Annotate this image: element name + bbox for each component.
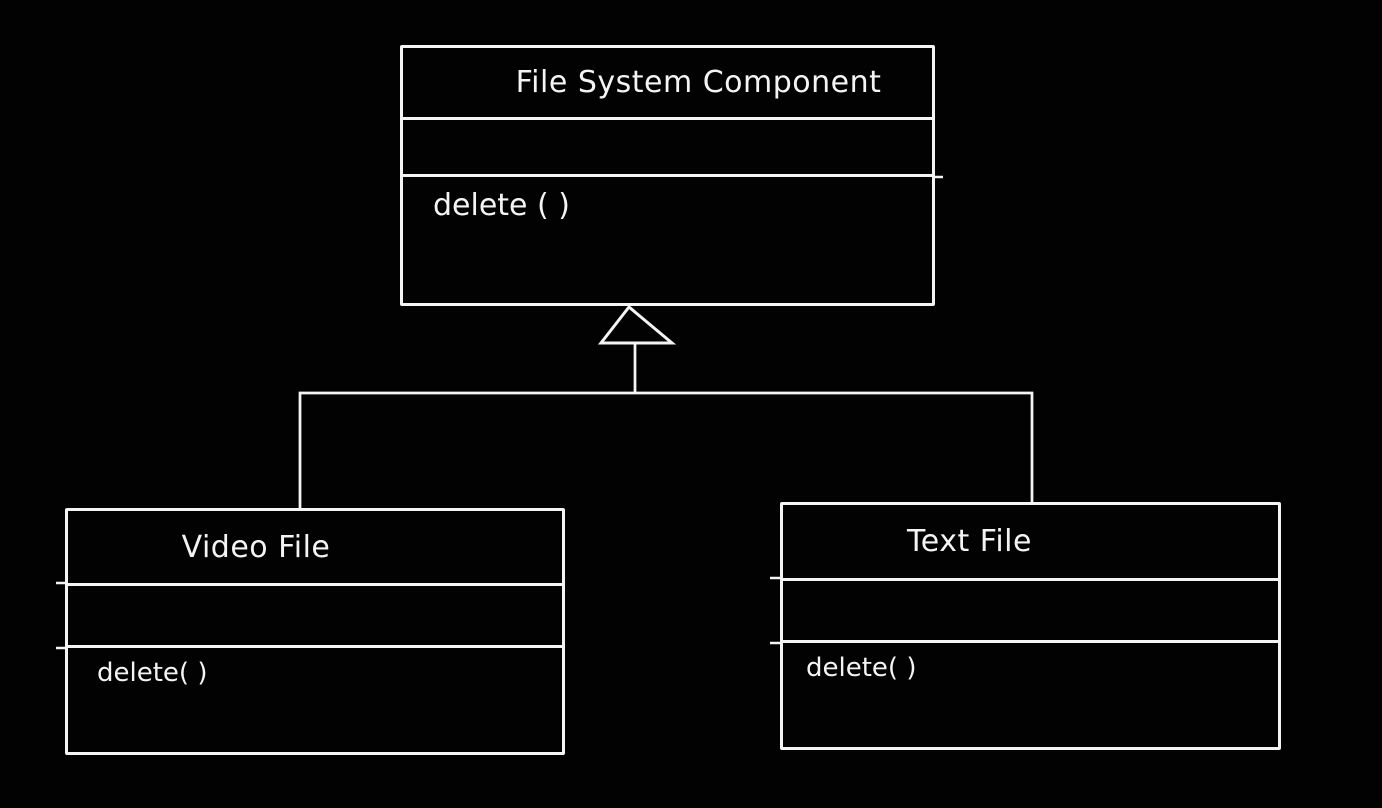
class-title-compartment: Video File — [68, 511, 562, 583]
connector-trunk-line[interactable] — [298, 391, 1034, 508]
method-label: delete( ) — [97, 658, 208, 688]
method-label: delete ( ) — [433, 188, 570, 223]
class-name-label: File System Component — [515, 65, 882, 100]
class-methods-compartment: delete( ) — [783, 640, 1278, 747]
class-name-label: Text File — [907, 524, 1032, 559]
class-box-text-file[interactable]: Text File delete( ) — [780, 502, 1281, 750]
generalization-arrowhead-icon — [597, 304, 677, 345]
class-methods-compartment: delete( ) — [68, 645, 562, 752]
class-title-compartment: File System Component — [403, 48, 932, 117]
class-title-compartment: Text File — [783, 505, 1278, 578]
class-methods-compartment: delete ( ) — [403, 174, 932, 303]
class-box-file-system-component[interactable]: File System Component delete ( ) — [400, 45, 935, 306]
method-label: delete( ) — [806, 653, 917, 683]
class-name-label: Video File — [181, 529, 331, 565]
class-attributes-compartment — [783, 578, 1278, 640]
class-box-video-file[interactable]: Video File delete( ) — [65, 508, 565, 755]
class-attributes-compartment — [68, 583, 562, 645]
class-attributes-compartment — [403, 117, 932, 174]
